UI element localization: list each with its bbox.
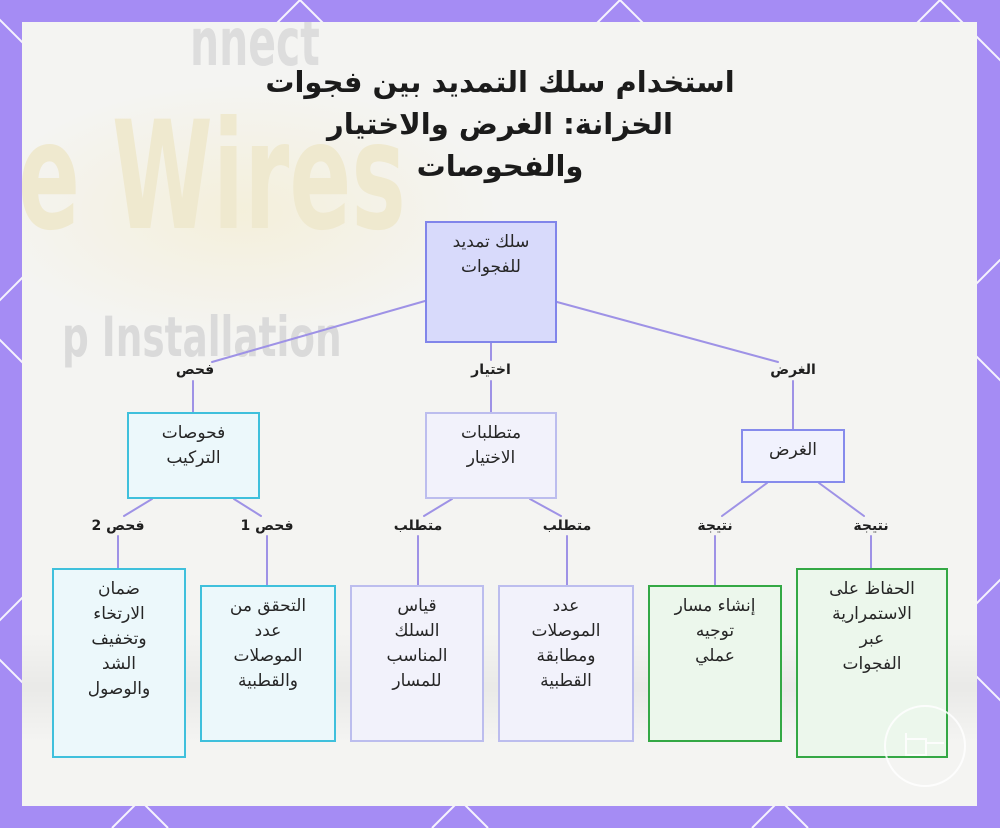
edge-label-inspection: فحص	[150, 360, 240, 380]
edge-purpose-to-continuity	[819, 483, 864, 516]
node-slack-strain-access: ضمان الارتخاء وتخفيف الشد والوصول	[52, 568, 186, 758]
edge-label-requirement: متطلب	[522, 516, 612, 536]
edge-purpose-to-routing	[722, 483, 767, 516]
edge-root-to-purpose	[557, 302, 778, 362]
node-conductor-polarity: عدد الموصلات ومطابقة القطبية	[498, 585, 634, 742]
edge-inspect-to-check2	[124, 499, 152, 516]
edge-label-check-2: فحص 2	[73, 516, 163, 536]
edge-root-to-inspect	[212, 301, 425, 362]
node-routing-path: إنشاء مسار توجيه عملي	[648, 585, 782, 742]
edge-select-to-gauge	[424, 499, 452, 516]
edge-label-purpose: الغرض	[748, 360, 838, 380]
node-purpose: الغرض	[741, 429, 845, 483]
edge-label-check-1: فحص 1	[222, 516, 312, 536]
logo-badge-icon	[882, 703, 968, 789]
node-root: سلك تمديد للفجوات	[425, 221, 557, 343]
node-installation-checks: فحوصات التركيب	[127, 412, 260, 499]
edge-label-outcome: نتيجة	[826, 516, 916, 536]
edge-label-selection: اختيار	[446, 360, 536, 380]
node-verify-conductors: التحقق من عدد الموصلات والقطبية	[200, 585, 336, 742]
edge-select-to-polarity	[530, 499, 561, 516]
edge-label-outcome: نتيجة	[670, 516, 760, 536]
node-selection-requirements: متطلبات الاختيار	[425, 412, 557, 499]
edge-label-requirement: متطلب	[373, 516, 463, 536]
edge-inspect-to-check1	[234, 499, 261, 516]
node-wire-gauge: قياس السلك المناسب للمسار	[350, 585, 484, 742]
